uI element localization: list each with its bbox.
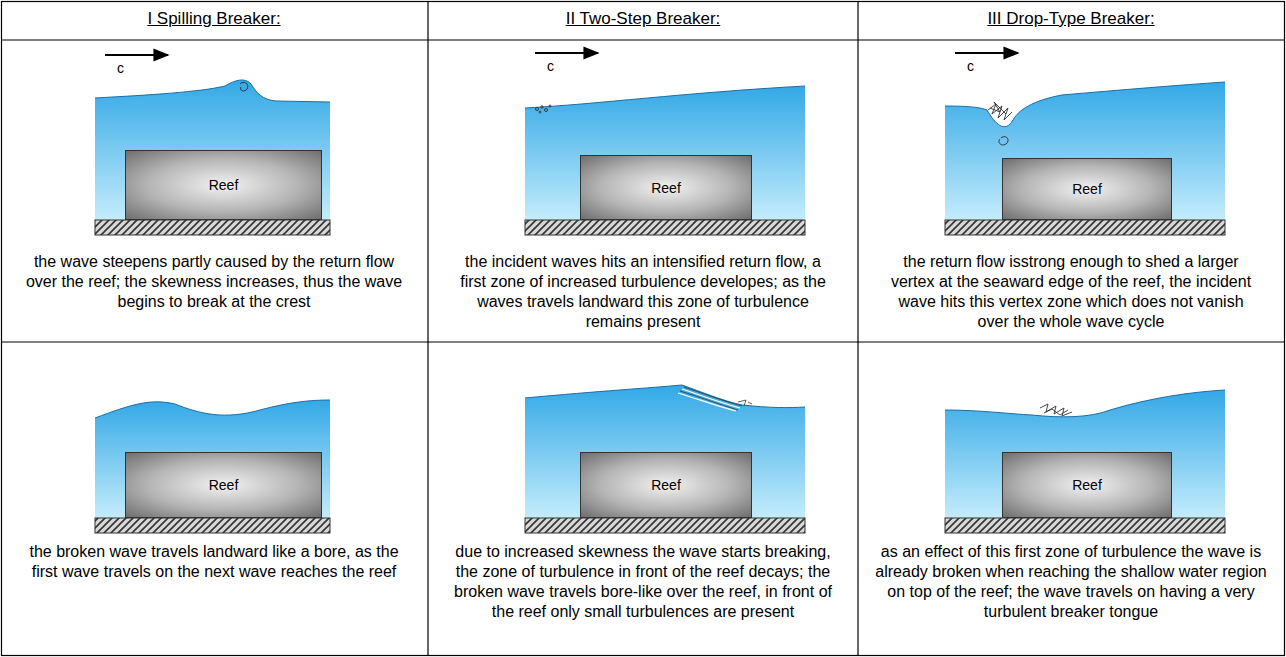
reef-block: Reef (580, 155, 752, 220)
reef-block: Reef (125, 452, 322, 518)
column-heading: I Spilling Breaker: (9, 9, 419, 29)
water-body (945, 82, 1225, 220)
water-surface (525, 86, 805, 108)
description-text: the broken wave travels landward like a … (24, 542, 404, 582)
reef-label: Reef (651, 180, 681, 196)
turbulence-zone (988, 102, 1012, 120)
sea-bed (525, 220, 805, 235)
description-text: as an effect of this first zone of turbu… (871, 542, 1271, 622)
column-heading: III Drop-Type Breaker: (866, 9, 1276, 29)
description-text: the return flow isstrong enough to shed … (881, 252, 1261, 332)
water-body (945, 390, 1225, 518)
reef-block: Reef (580, 452, 752, 518)
breaker-front (680, 387, 752, 410)
row-line (2, 39, 1285, 40)
sea-bed (95, 518, 330, 533)
reef-label: Reef (1072, 477, 1102, 493)
description-text: due to increased skewness the wave start… (453, 542, 833, 622)
sea-bed (945, 518, 1225, 533)
reef-block: Reef (1002, 452, 1172, 518)
water-body (95, 400, 330, 518)
water-surface (95, 80, 330, 102)
sea-bed (945, 220, 1225, 235)
celerity-arrow (105, 54, 168, 56)
vortex (999, 137, 1008, 145)
sea-bed (525, 518, 805, 533)
column-line (427, 2, 428, 656)
breaker-front (678, 389, 740, 411)
description-text: the incident waves hits an intensified r… (453, 252, 833, 332)
celerity-label: c (967, 58, 987, 74)
reef-block: Reef (1002, 158, 1172, 220)
description-text: the wave steepens partly caused by the r… (24, 252, 404, 312)
sea-bed (95, 220, 330, 235)
reef-block: Reef (125, 150, 322, 220)
reef-label: Reef (1072, 181, 1102, 197)
water-surface (95, 400, 330, 418)
reef-label: Reef (209, 177, 239, 193)
reef-label: Reef (209, 477, 239, 493)
reef-label: Reef (651, 477, 681, 493)
water-surface (945, 390, 1225, 417)
turbulence-zone (536, 105, 552, 113)
water-body (95, 80, 330, 220)
column-line (857, 2, 858, 656)
water-body (525, 385, 805, 518)
water-surface (945, 82, 1225, 127)
column-heading: II Two-Step Breaker: (438, 9, 848, 29)
water-surface (525, 385, 805, 408)
breaking-crest (240, 82, 248, 91)
celerity-label: c (547, 58, 567, 74)
celerity-arrow (535, 52, 598, 54)
celerity-arrow (955, 52, 1018, 54)
breaker-tongue (1040, 404, 1072, 416)
celerity-label: c (117, 60, 137, 76)
water-body (525, 86, 805, 220)
row-line (2, 341, 1285, 342)
